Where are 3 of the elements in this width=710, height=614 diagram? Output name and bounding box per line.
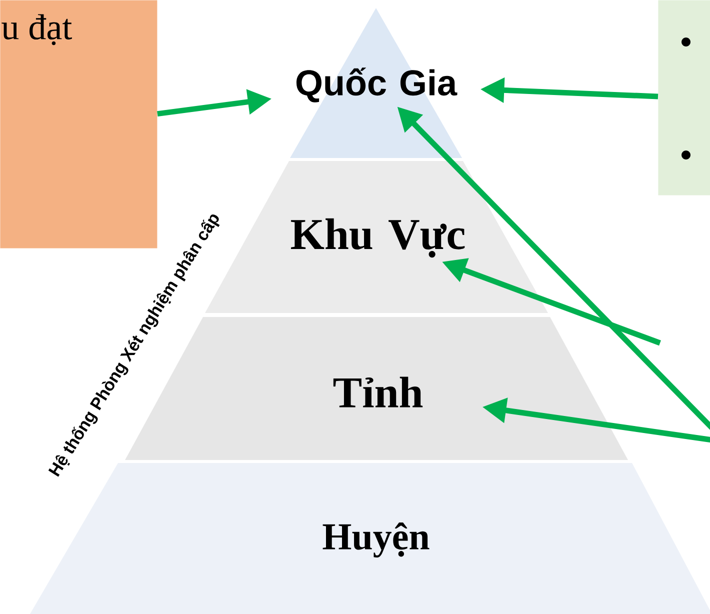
pyramid-tier: Quốc Gia [290,8,462,158]
text-box: u đạt [0,0,158,248]
bullet-box [658,0,710,196]
